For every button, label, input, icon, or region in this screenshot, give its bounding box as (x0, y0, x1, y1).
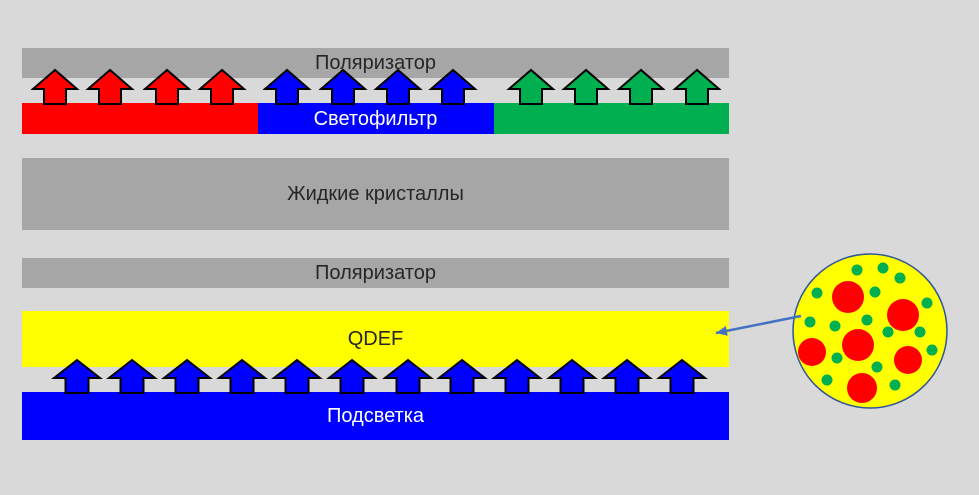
quantum-dot-green (821, 374, 833, 386)
quantum-dot-green (914, 326, 926, 338)
layer-polarizer-bottom: Поляризатор (22, 258, 729, 288)
quantum-dot-green (861, 314, 873, 326)
quantum-dot-green (811, 287, 823, 299)
quantum-dot-red (798, 338, 826, 366)
quantum-dot-green (877, 262, 889, 274)
quantum-dot-green (829, 320, 841, 332)
quantum-dot-red (847, 373, 877, 403)
quantum-dot-green (869, 286, 881, 298)
filter-segment-green (494, 103, 729, 134)
quantum-dot-green (871, 361, 883, 373)
quantum-dot-green (851, 264, 863, 276)
filter-segment-blue (258, 103, 494, 134)
layer-polarizer-top: Поляризатор (22, 48, 729, 78)
quantum-dot-green (894, 272, 906, 284)
layer-label-polarizer-top: Поляризатор (315, 52, 436, 74)
quantum-dot-red (887, 299, 919, 331)
quantum-dot-green (882, 326, 894, 338)
quantum-dot-green (831, 352, 843, 364)
color-filter-segments (22, 103, 729, 134)
quantum-dot-red (894, 346, 922, 374)
quantum-dot-red (832, 281, 864, 313)
layer-color-filter: Светофильтр (22, 103, 729, 134)
filter-segment-red (22, 103, 258, 134)
quantum-dot-green (804, 316, 816, 328)
quantum-dot-green (921, 297, 933, 309)
quantum-dot-green (889, 379, 901, 391)
layer-label-polarizer-bottom: Поляризатор (315, 262, 436, 284)
quantum-dot-red (842, 329, 874, 361)
layer-label-backlight: Подсветка (326, 405, 425, 427)
layer-label-color-filter: Светофильтр (313, 107, 438, 130)
qdef-magnified-view (792, 253, 948, 409)
layer-qdef: QDEF (22, 311, 729, 367)
layer-label-liquid-crystals: Жидкие кристаллы (287, 183, 464, 205)
layer-liquid-crystals: Жидкие кристаллы (22, 158, 729, 230)
layer-backlight: Подсветка (22, 392, 729, 440)
quantum-dot-green (926, 344, 938, 356)
layer-label-qdef: QDEF (347, 328, 404, 350)
